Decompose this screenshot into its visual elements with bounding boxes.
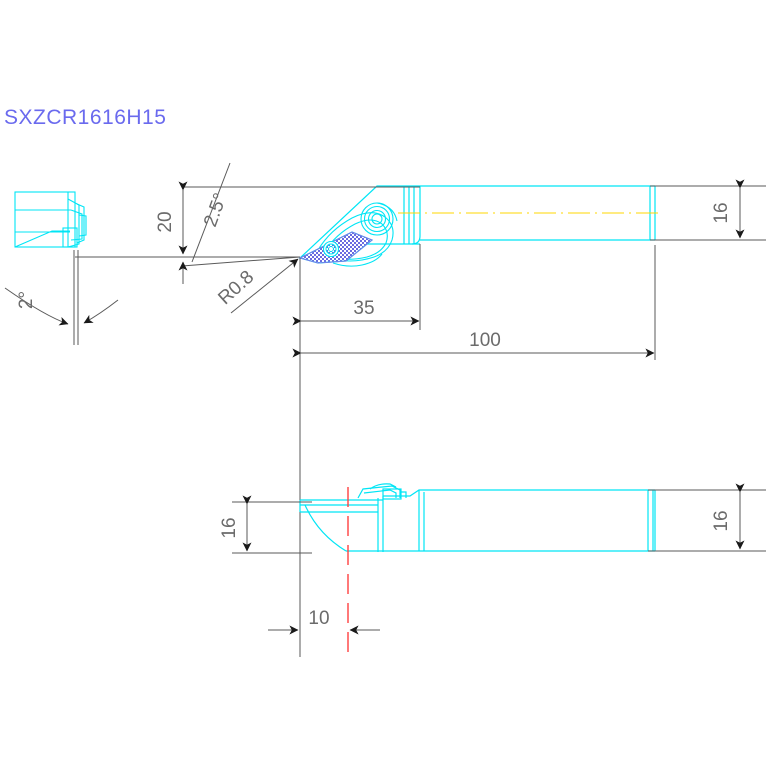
dimension-label-20: 20 (155, 211, 176, 232)
side-view-dimension-lines (232, 483, 766, 635)
dimension-label-2deg: 2° (16, 291, 37, 309)
dimension-label-2p5deg: 2.5° (200, 191, 231, 230)
dimension-label-16-side-right: 16 (711, 510, 732, 531)
end-view-angle-dimension (4, 250, 119, 345)
dimension-text-labels: 2° 20 2.5° R0.8 35 100 16 16 16 10 (16, 191, 732, 629)
dimension-label-100: 100 (469, 330, 501, 351)
dimension-label-16-top-right: 16 (711, 202, 732, 223)
dimension-label-16-side-left: 16 (219, 517, 240, 538)
side-view-part-outline (299, 483, 656, 552)
page-title: SXZCR1616H15 (4, 106, 167, 129)
dimension-label-10: 10 (308, 608, 329, 629)
cutting-insert-top-view (298, 231, 374, 264)
top-view-dimension-lines (75, 162, 766, 657)
dimension-label-35: 35 (353, 298, 374, 319)
dimension-label-r08: R0.8 (214, 267, 258, 309)
end-view-left (14, 191, 87, 248)
